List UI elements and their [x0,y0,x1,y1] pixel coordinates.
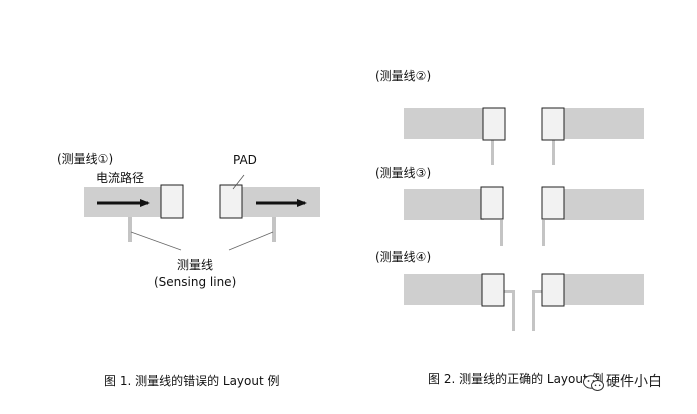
sensing-line-label-cn: 测量线 [177,258,214,272]
figure-2-caption: 图 2. 测量线的正确的 Layout 例 [428,372,604,386]
trace-left-v4 [404,274,484,305]
pad-left-fig1 [160,184,184,219]
sense-line-label-4: (测量线④) [375,250,432,264]
sense-line-right-v4-drop [532,290,535,331]
sensing-line-label-en: (Sensing line) [154,275,237,289]
sensing-pointer-right [228,231,274,251]
trace-left-v2 [404,108,484,139]
sense-line-right-v3 [542,220,545,246]
watermark-text: 硬件小白 [606,374,662,390]
sense-line-label-2: (测量线②) [375,69,432,83]
pad-right-fig1 [219,184,243,219]
trace-right-v4 [564,274,644,305]
pad-right-v3 [541,186,565,220]
sense-line-right-v4 [532,290,542,293]
pad-left-v4 [481,273,505,307]
figure-1-caption: 图 1. 测量线的错误的 Layout 例 [104,374,280,388]
sense-line-left-v4 [504,290,515,293]
pad-left-v2 [482,107,506,141]
sense-line-left-fig1 [128,217,132,242]
trace-right-v3 [564,189,644,220]
sense-line-label-1: (测量线①) [57,152,114,166]
pad-right-v2 [541,107,565,141]
trace-right-v2 [564,108,644,139]
pad-right-v4 [541,273,565,307]
pad-left-v3 [480,186,504,220]
pad-pointer-line [232,174,245,190]
sense-line-label-3: (测量线③) [375,166,432,180]
current-path-label: 电流路径 [96,171,145,185]
sense-line-left-v3 [500,220,503,246]
sense-line-left-v4-drop [512,290,515,331]
sense-line-right-v2 [552,139,555,165]
sense-line-left-v2 [491,139,494,165]
trace-left-v3 [404,189,484,220]
pad-label: PAD [233,153,257,167]
wechat-icon [583,375,604,391]
sensing-pointer-left [130,231,182,251]
sense-line-right-fig1 [272,217,276,242]
